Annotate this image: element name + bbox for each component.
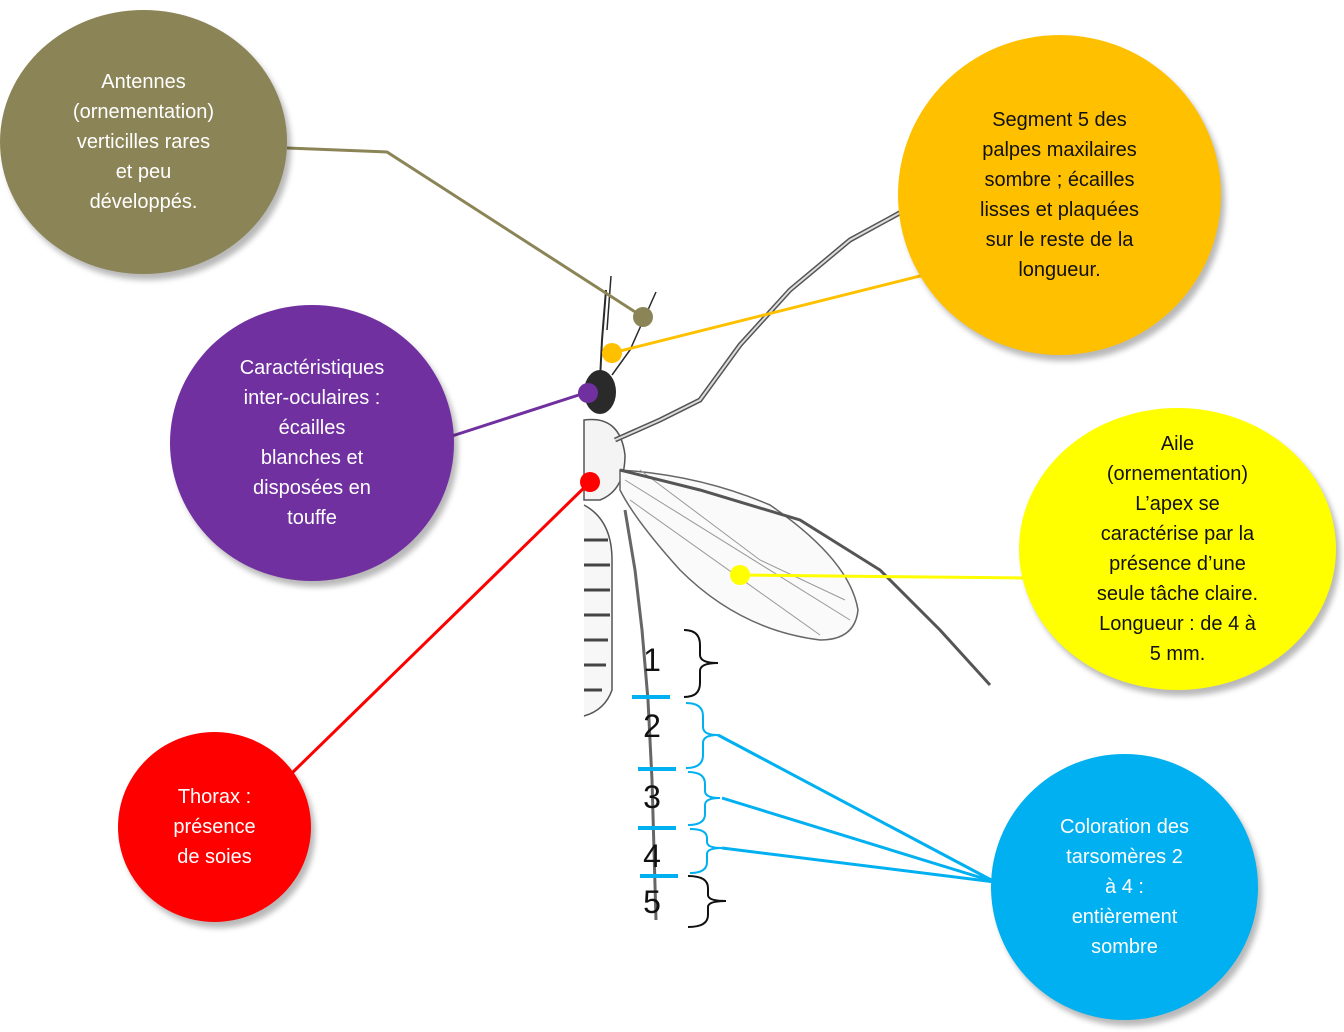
tarsomere-number-3: 3 (643, 779, 661, 815)
tarsomere-number-4: 4 (643, 838, 661, 874)
inter-oculaires-connector (451, 390, 589, 438)
segment5-callout: Segment 5 des palpes maxilaires sombre ;… (898, 35, 1221, 355)
thorax-connector (290, 480, 592, 775)
tarsomeres-callout: Coloration des tarsomères 2 à 4 : entièr… (991, 754, 1258, 1020)
thorax-callout: Thorax : présence de soies (118, 732, 311, 922)
aile-connector (739, 573, 1025, 580)
mosquito-drawing (583, 207, 992, 921)
brace-5 (687, 875, 727, 928)
connector-lines (286, 146, 1025, 884)
tarsomere-connector-3 (721, 796, 996, 884)
tarsomere-number-5: 5 (643, 884, 661, 920)
tarsomere-braces (683, 629, 727, 928)
segment5-connector (611, 273, 925, 355)
inter-oculaires-callout: Caractéristiques inter-oculaires : écail… (170, 305, 454, 581)
antennes-connector (286, 146, 644, 319)
marker-dots (578, 307, 750, 585)
tarsomere-number-2: 2 (643, 708, 661, 744)
tarsomere-number-1: 1 (643, 642, 661, 678)
aile-dot (730, 565, 750, 585)
aile-callout-text: Aile (ornementation) L’apex se caractéri… (1096, 433, 1259, 665)
antennes-dot (633, 307, 653, 327)
segment5-dot (602, 343, 622, 363)
antennes-callout: Antennes (ornementation) verticilles rar… (0, 10, 287, 274)
antennes-callout-text: Antennes (ornementation) verticilles rar… (72, 71, 215, 213)
brace-3 (687, 771, 721, 826)
tarsomere-connector-4 (721, 846, 996, 884)
tarsomeres-callout-text: Coloration des tarsomères 2 à 4 : entièr… (1060, 816, 1189, 958)
brace-1 (683, 629, 719, 698)
thorax-callout-text: Thorax : présence de soies (173, 786, 256, 868)
tarsomere-separators (632, 695, 678, 878)
segment5-callout-text: Segment 5 des palpes maxilaires sombre ;… (980, 109, 1139, 281)
aile-callout: Aile (ornementation) L’apex se caractéri… (1019, 408, 1336, 690)
thorax-dot (580, 472, 600, 492)
inter-oculaires-dot (578, 383, 598, 403)
inter-oculaires-callout-text: Caractéristiques inter-oculaires : écail… (239, 357, 385, 529)
brace-2 (685, 702, 719, 769)
brace-4 (689, 828, 723, 874)
tarsomere-connector-2 (717, 733, 996, 884)
